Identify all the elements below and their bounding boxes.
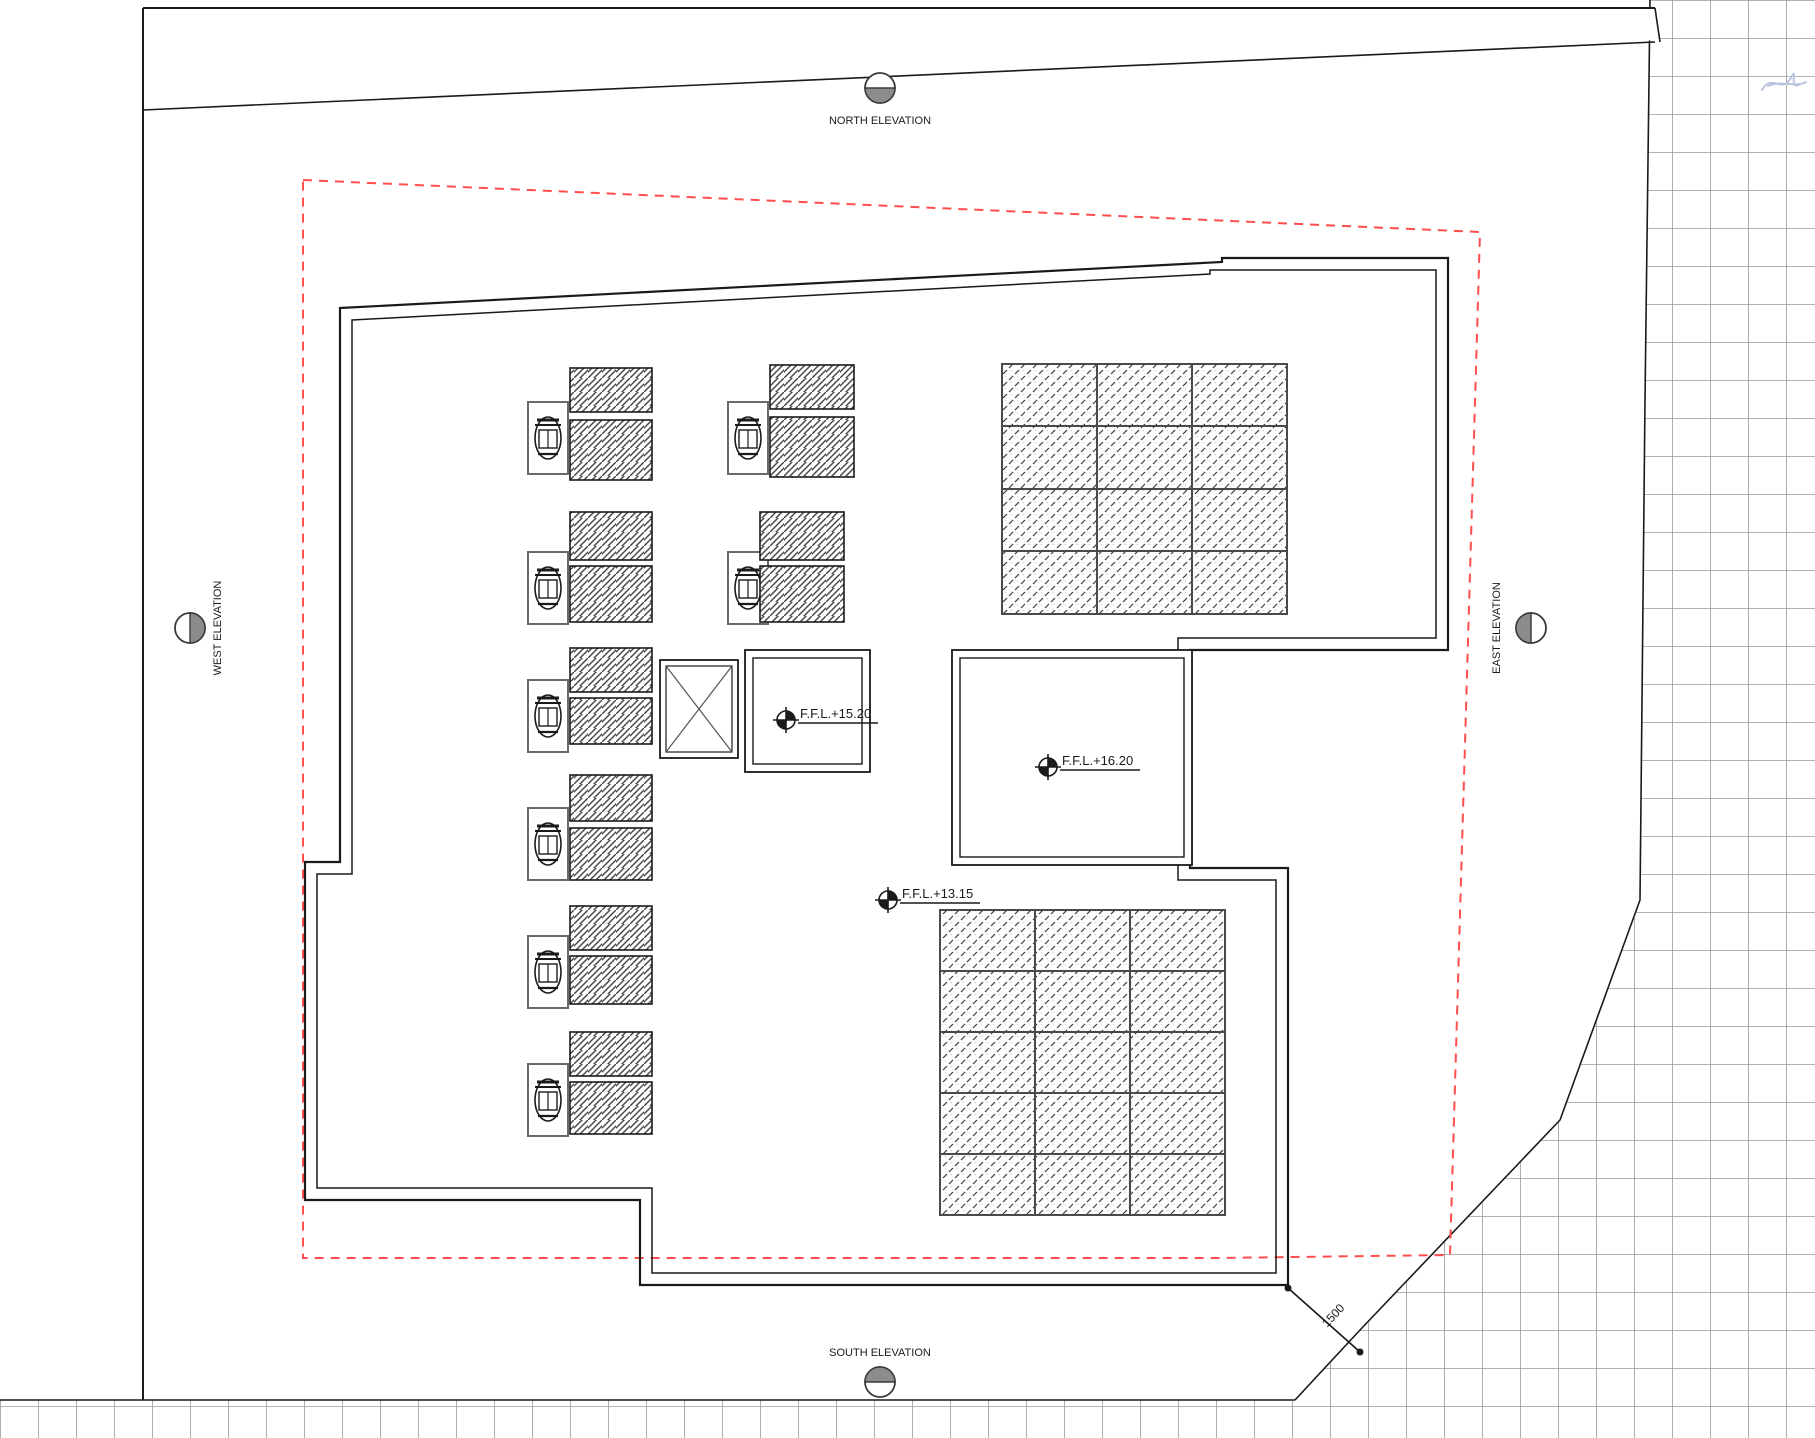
dimension-tick-end	[1356, 1348, 1364, 1356]
parking-stall[interactable]	[569, 955, 653, 1005]
building-block-cross[interactable]	[659, 659, 739, 759]
paving-east	[1295, 0, 1815, 1438]
parking-stall[interactable]	[569, 827, 653, 881]
car-icon	[534, 950, 562, 994]
south-elevation-label: SOUTH ELEVATION	[829, 1347, 931, 1359]
car-icon	[534, 416, 562, 460]
dimension-1500: 1500	[1284, 1284, 1364, 1356]
boundary-ne-corner	[1654, 7, 1661, 43]
parking-unit[interactable]	[527, 511, 653, 625]
parking-unit[interactable]	[727, 511, 845, 625]
level-marker-ffl-1620[interactable]: F.F.L.+16.20	[1035, 753, 1140, 780]
parking-unit[interactable]	[527, 905, 653, 1009]
level-symbol-q1	[1048, 758, 1057, 767]
cross-icon	[665, 665, 733, 753]
north-marker-half-fill	[864, 87, 896, 104]
parking-unit[interactable]	[727, 364, 855, 478]
car-icon	[534, 566, 562, 610]
level-symbol-q1	[888, 891, 897, 900]
level-symbol-cross	[875, 887, 901, 913]
west-marker-half-fill	[189, 612, 206, 644]
east-marker-half-fill	[1515, 612, 1532, 644]
car-icon	[734, 416, 762, 460]
parking-unit[interactable]	[527, 367, 653, 481]
parking-unit[interactable]	[527, 774, 653, 881]
pad-grid-v	[1034, 910, 1131, 1215]
parking-unit[interactable]	[527, 1031, 653, 1137]
parking-unit[interactable]	[527, 647, 653, 753]
parking-stall[interactable]	[759, 565, 845, 623]
building-block-ffl-1520[interactable]	[744, 649, 871, 773]
east-elevation-label: EAST ELEVATION	[1491, 582, 1503, 674]
level-symbol-q1	[786, 711, 795, 720]
car-icon	[734, 566, 762, 610]
level-symbol-q3	[1039, 767, 1048, 776]
parking-stall[interactable]	[569, 1031, 653, 1077]
level-label: F.F.L.+16.20	[1062, 753, 1133, 768]
north-elevation-label: NORTH ELEVATION	[829, 115, 931, 127]
level-symbol-cross	[1035, 754, 1061, 780]
paving-south	[0, 1400, 1295, 1438]
dimension-label: 1500	[1319, 1301, 1348, 1330]
parking-column-right	[727, 364, 855, 625]
parking-stall[interactable]	[569, 647, 653, 693]
block-inner	[752, 657, 863, 765]
elevation-marker-east[interactable]: EAST ELEVATION	[1491, 582, 1547, 674]
parking-stall[interactable]	[569, 905, 653, 951]
parking-area	[527, 364, 855, 1137]
level-symbol-q3	[879, 900, 888, 909]
elevation-marker-north[interactable]: NORTH ELEVATION	[829, 72, 931, 127]
parking-stall[interactable]	[569, 419, 653, 481]
boundary-top-wedge	[143, 8, 1660, 108]
pad-grid-h	[1002, 425, 1287, 552]
parking-stall[interactable]	[569, 565, 653, 623]
signature-mark	[1761, 72, 1807, 91]
south-marker-half-fill	[864, 1366, 896, 1383]
elevation-marker-west[interactable]: WEST ELEVATION	[174, 581, 224, 676]
pad-outline[interactable]	[939, 909, 1226, 1216]
level-label: F.F.L.+15.20	[800, 706, 871, 721]
paved-pad-north	[1001, 363, 1288, 615]
parking-stall[interactable]	[569, 367, 653, 413]
parking-stall[interactable]	[769, 364, 855, 410]
level-label: F.F.L.+13.15	[902, 886, 973, 901]
car-icon	[534, 694, 562, 738]
level-symbol-q3	[777, 720, 786, 729]
car-icon	[534, 822, 562, 866]
level-marker-ffl-1520[interactable]: F.F.L.+15.20	[773, 706, 878, 733]
building-block-ffl-1620[interactable]	[951, 649, 1193, 866]
level-symbol-cross	[773, 707, 799, 733]
plot-boundary	[142, 7, 1661, 1400]
parking-stall[interactable]	[569, 697, 653, 745]
setback-line	[302, 178, 1482, 1259]
parking-stall[interactable]	[569, 511, 653, 561]
elevation-marker-south[interactable]: SOUTH ELEVATION	[829, 1347, 931, 1398]
parking-stall[interactable]	[569, 1081, 653, 1135]
setback-dashed-path	[302, 178, 1482, 1259]
wall-outer	[303, 256, 1450, 1287]
parking-stall[interactable]	[769, 416, 855, 478]
level-marker-ffl-1315[interactable]: F.F.L.+13.15	[875, 886, 980, 913]
dimension-line	[1287, 1287, 1361, 1353]
pad-grid-h	[940, 970, 1225, 1155]
parking-stall[interactable]	[759, 511, 845, 561]
paved-pad-south	[939, 909, 1226, 1216]
building-footprint	[303, 256, 1450, 1287]
parking-stall[interactable]	[569, 774, 653, 822]
block-inner	[959, 657, 1185, 858]
west-elevation-label: WEST ELEVATION	[212, 581, 224, 676]
dimension-tick-start	[1284, 1284, 1292, 1292]
parking-column-left	[527, 367, 653, 1137]
signature-stroke	[1761, 72, 1807, 91]
wall-inner	[316, 269, 1437, 1274]
boundary-inner-top	[142, 41, 1656, 111]
car-icon	[534, 1078, 562, 1122]
